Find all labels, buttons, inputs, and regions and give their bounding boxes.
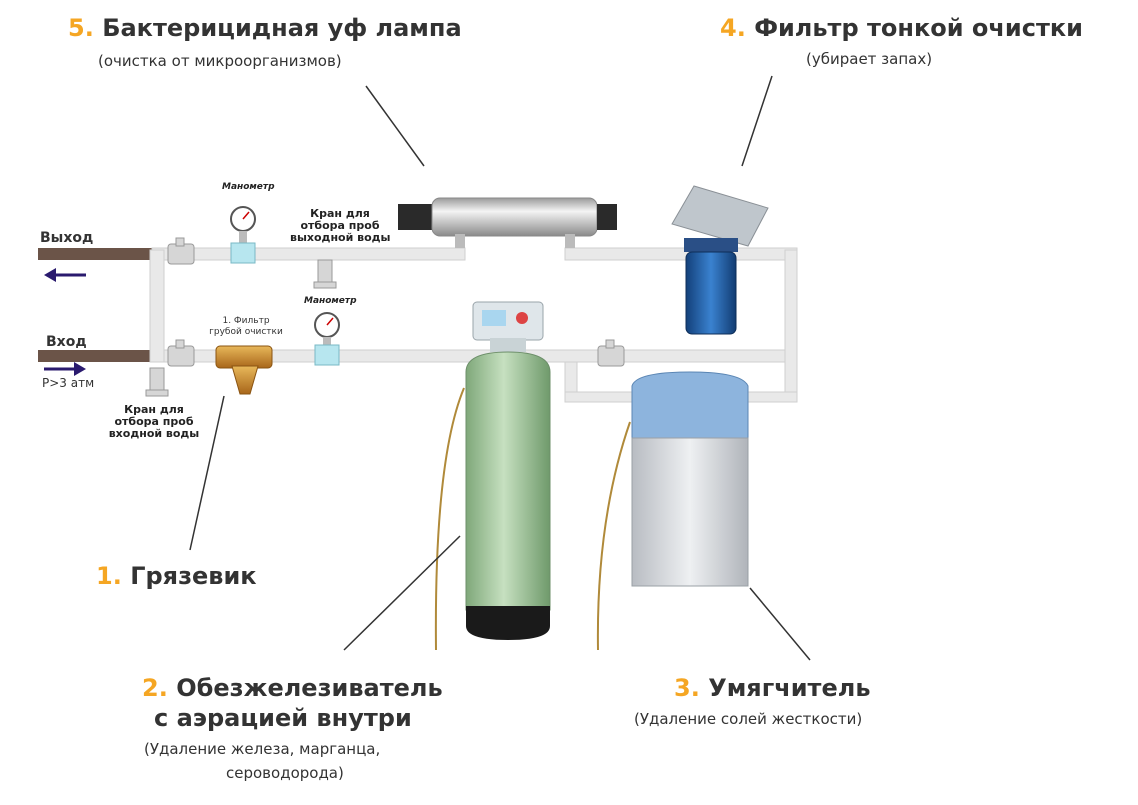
outlet-arrow-icon xyxy=(44,268,86,282)
strainer-line2: грубой очистки xyxy=(209,327,283,337)
component-1-title: 1. Грязевик xyxy=(96,562,257,590)
strainer-line1: 1. Фильтр xyxy=(222,316,270,326)
component-2-title-line1: 2. Обезжелезиватель xyxy=(142,674,443,702)
component-2-subtitle-line1: (Удаление железа, марганца, xyxy=(144,740,381,758)
inlet-label: Вход xyxy=(46,334,87,350)
component-3-number: 3. xyxy=(674,674,700,702)
pressure-label: P>3 атм xyxy=(42,376,95,390)
component-3-title: 3. Умягчитель xyxy=(674,674,871,702)
component-2-title-text-1: Обезжелезиватель xyxy=(176,674,443,702)
valves xyxy=(145,237,625,397)
inlet-supply-pipe xyxy=(38,350,153,362)
manometer-top-icon xyxy=(230,206,256,264)
component-4-title: 4. Фильтр тонкой очистки xyxy=(720,14,1083,42)
inlet-arrow-icon xyxy=(44,362,86,376)
component-2-number: 2. xyxy=(142,674,168,702)
component-1-number: 1. xyxy=(96,562,122,590)
outlet-supply-pipe xyxy=(38,248,153,260)
tap-inlet-label: Кран для отбора проб входной воды xyxy=(104,404,204,440)
softener-icon xyxy=(631,371,749,587)
component-4-title-text: Фильтр тонкой очистки xyxy=(754,14,1083,42)
outlet-label: Выход xyxy=(40,230,94,246)
fine-filter-icon xyxy=(671,185,769,335)
hose-tank xyxy=(434,387,465,651)
manometer-bottom-icon xyxy=(314,312,340,366)
manometer-bottom-label: Манометр xyxy=(304,296,357,306)
strainer-label: 1. Фильтр грубой очистки xyxy=(206,316,286,338)
uv-lamp-icon xyxy=(398,197,617,248)
tap-inlet-line3: входной воды xyxy=(108,427,200,440)
tap-outlet-label: Кран для отбора проб выходной воды xyxy=(290,207,391,244)
component-2-subtitle-line2: сероводорода) xyxy=(226,764,344,782)
component-5-subtitle: (очистка от микроорганизмов) xyxy=(98,52,342,70)
tap-outlet-line3: выходной воды xyxy=(290,231,391,244)
tap-outlet-line2: отбора проб xyxy=(300,219,380,232)
tap-inlet-line2: отбора проб xyxy=(114,415,194,428)
component-2-title-line2: с аэрацией внутри xyxy=(154,704,412,732)
leader-lines xyxy=(189,75,811,661)
component-4-subtitle: (убирает запах) xyxy=(806,50,933,68)
component-3-title-text: Умягчитель xyxy=(708,674,871,702)
hose-softener xyxy=(596,421,631,651)
component-4-number: 4. xyxy=(720,14,746,42)
manometer-top-label: Манометр xyxy=(222,182,275,192)
component-3-subtitle: (Удаление солей жесткости) xyxy=(634,710,863,728)
component-5-title-text: Бактерицидная уф лампа xyxy=(102,14,462,42)
tap-inlet-line1: Кран для xyxy=(124,403,184,416)
component-1-title-text: Грязевик xyxy=(130,562,257,590)
strainer-icon xyxy=(215,345,273,395)
iron-removal-tank-icon xyxy=(465,301,551,640)
component-5-number: 5. xyxy=(68,14,94,42)
component-5-title: 5. Бактерицидная уф лампа xyxy=(68,14,462,42)
tap-outlet-line1: Кран для xyxy=(310,207,370,220)
